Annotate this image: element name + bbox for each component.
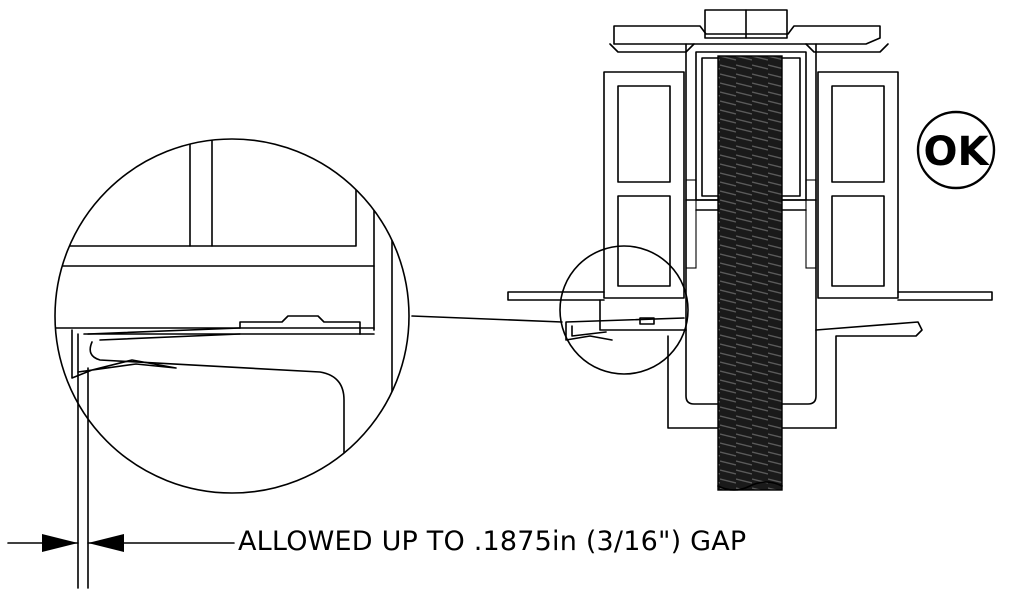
- dimension-arrow-right: [88, 534, 124, 552]
- clamp-cap: [613, 25, 881, 45]
- right-rail: [805, 43, 899, 331]
- dimension-arrow-left: [42, 534, 78, 552]
- gap-dimension: [7, 534, 235, 552]
- base-flanges: [507, 291, 993, 429]
- gap-annotation-label: ALLOWED UP TO .1875in (3/16") GAP: [238, 526, 747, 557]
- threaded-rod: [717, 55, 783, 491]
- ok-badge: OK: [916, 110, 996, 190]
- detail-view: [54, 138, 410, 589]
- spring-clip-main: [565, 317, 685, 341]
- ok-badge-text: OK: [924, 129, 991, 175]
- callout-circle: [559, 245, 689, 375]
- left-rail: [603, 43, 695, 331]
- detail-circle: [54, 138, 410, 494]
- main-assembly: [507, 9, 993, 491]
- callout-leader: [411, 315, 563, 323]
